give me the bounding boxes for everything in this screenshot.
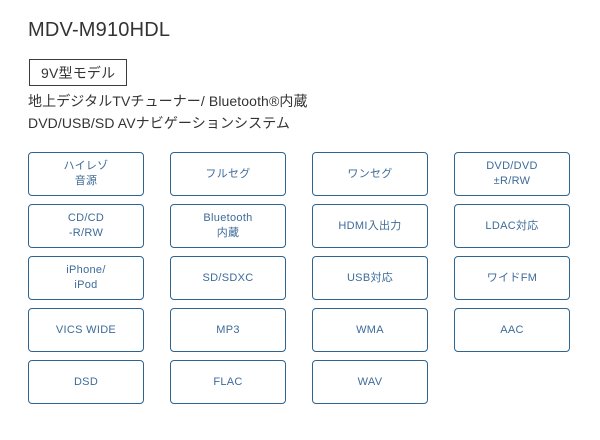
product-description-line-1: 地上デジタルTVチューナー/ Bluetooth®内蔵: [28, 93, 308, 109]
page-title: MDV-M910HDL: [28, 19, 171, 41]
feature-badge-wide-fm: ワイドFM: [454, 256, 570, 300]
feature-badge-iphone-ipod: iPhone/ iPod: [28, 256, 144, 300]
feature-badge-ldac: LDAC対応: [454, 204, 570, 248]
feature-badge-full-seg: フルセグ: [170, 152, 286, 196]
feature-badge-dsd: DSD: [28, 360, 144, 404]
model-size-tag: 9V型モデル: [29, 59, 128, 86]
feature-badge-cd: CD/CD -R/RW: [28, 204, 144, 248]
feature-badge-one-seg: ワンセグ: [312, 152, 428, 196]
feature-badge-usb: USB対応: [312, 256, 428, 300]
feature-badge-grid: ハイレゾ 音源フルセグワンセグ DVD/DVD ±R/RW CD/CD -R/RW B…: [28, 152, 572, 404]
feature-badge-hi-res-audio: ハイレゾ 音源: [28, 152, 144, 196]
product-description-line-2: DVD/USB/SD AVナビゲーションシステム: [28, 114, 291, 131]
feature-badge-dvd: DVD/DVD ±R/RW: [454, 152, 570, 196]
feature-badge-wma: WMA: [312, 308, 428, 352]
feature-badge-vics-wide: VICS WIDE: [28, 308, 144, 352]
feature-badge-mp3: MP3: [170, 308, 286, 352]
feature-badge-hdmi-io: HDMI入出力: [312, 204, 428, 248]
feature-badge-wav: WAV: [312, 360, 428, 404]
feature-badge-bluetooth: Bluetooth 内蔵: [170, 204, 286, 248]
feature-badge-sd-sdxc: SD/SDXC: [170, 256, 286, 300]
feature-badge-aac: AAC: [454, 308, 570, 352]
product-description: 地上デジタルTVチューナー/ Bluetooth®内蔵 DVD/USB/SD A…: [28, 91, 308, 134]
feature-badge-flac: FLAC: [170, 360, 286, 404]
